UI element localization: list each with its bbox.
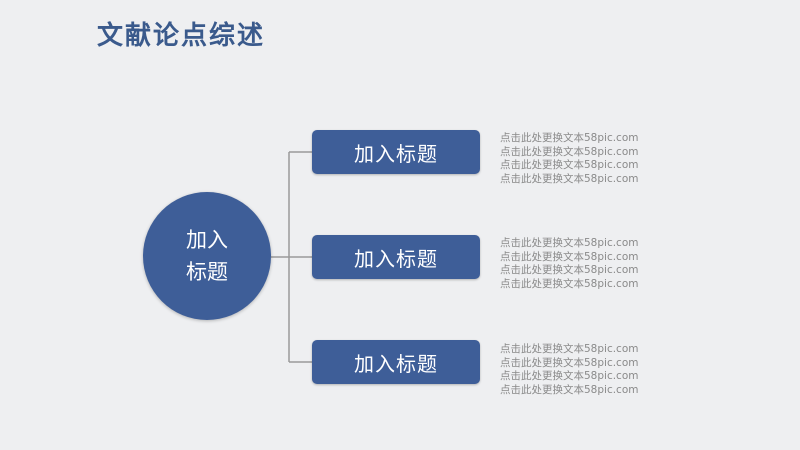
description-line: 点击此处更换文本58pic.com	[500, 356, 639, 369]
description-line: 点击此处更换文本58pic.com	[500, 370, 639, 382]
branch-box-3[interactable]: 加入标题	[312, 340, 480, 384]
description-line: 点击此处更换文本58pic.com	[500, 237, 639, 249]
center-node-label: 加入标题	[186, 228, 228, 284]
page-title: 文献论点综述	[97, 21, 266, 51]
description-line: 点击此处更换文本58pic.com	[500, 132, 639, 144]
branch-box-label: 加入标题	[354, 141, 438, 166]
branch-box-1[interactable]: 加入标题	[312, 130, 480, 174]
branch-description-1[interactable]: 点击此处更换文本58pic.com 点击此处更换文本58pic.com 点击此处…	[500, 132, 670, 186]
branch-description-3[interactable]: 点击此处更换文本58pic.com 点击此处更换文本58pic.com 点击此处…	[500, 343, 670, 397]
description-line: 点击此处更换文本58pic.com	[500, 145, 639, 158]
description-line: 点击此处更换文本58pic.com	[500, 277, 639, 290]
description-line: 点击此处更换文本58pic.com	[500, 159, 639, 171]
description-line: 点击此处更换文本58pic.com	[500, 264, 639, 276]
branch-box-label: 加入标题	[354, 246, 438, 271]
description-line: 点击此处更换文本58pic.com	[500, 343, 639, 355]
branch-description-2[interactable]: 点击此处更换文本58pic.com 点击此处更换文本58pic.com 点击此处…	[500, 237, 670, 291]
branch-box-2[interactable]: 加入标题	[312, 235, 480, 279]
description-line: 点击此处更换文本58pic.com	[500, 172, 639, 185]
branch-box-label: 加入标题	[354, 351, 438, 376]
description-line: 点击此处更换文本58pic.com	[500, 383, 639, 396]
description-line: 点击此处更换文本58pic.com	[500, 250, 639, 263]
center-node[interactable]: 加入标题	[143, 192, 271, 320]
